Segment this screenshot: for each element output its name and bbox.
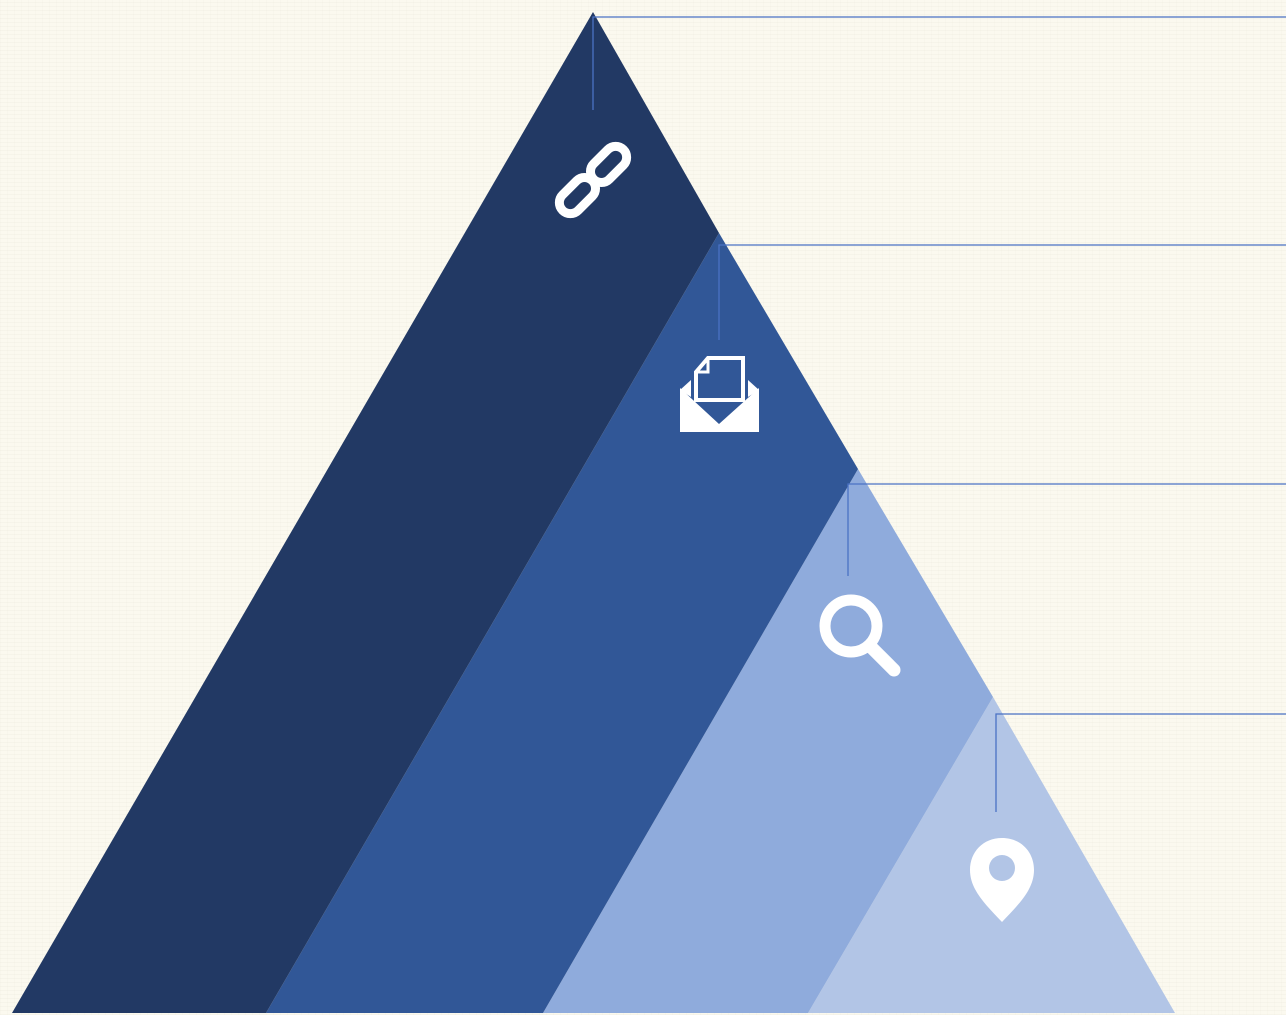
connector-1 <box>592 16 1286 110</box>
connector-2 <box>718 244 1286 340</box>
pyramid-segment-3 <box>543 469 993 1013</box>
connector-4 <box>995 713 1286 812</box>
link-icon <box>554 141 632 219</box>
envelope-download-icon <box>680 356 759 432</box>
map-pin-icon <box>970 838 1034 922</box>
connector-3 <box>847 483 1286 576</box>
magnifier-icon <box>819 594 901 677</box>
pyramid-segment-1 <box>12 12 719 1013</box>
